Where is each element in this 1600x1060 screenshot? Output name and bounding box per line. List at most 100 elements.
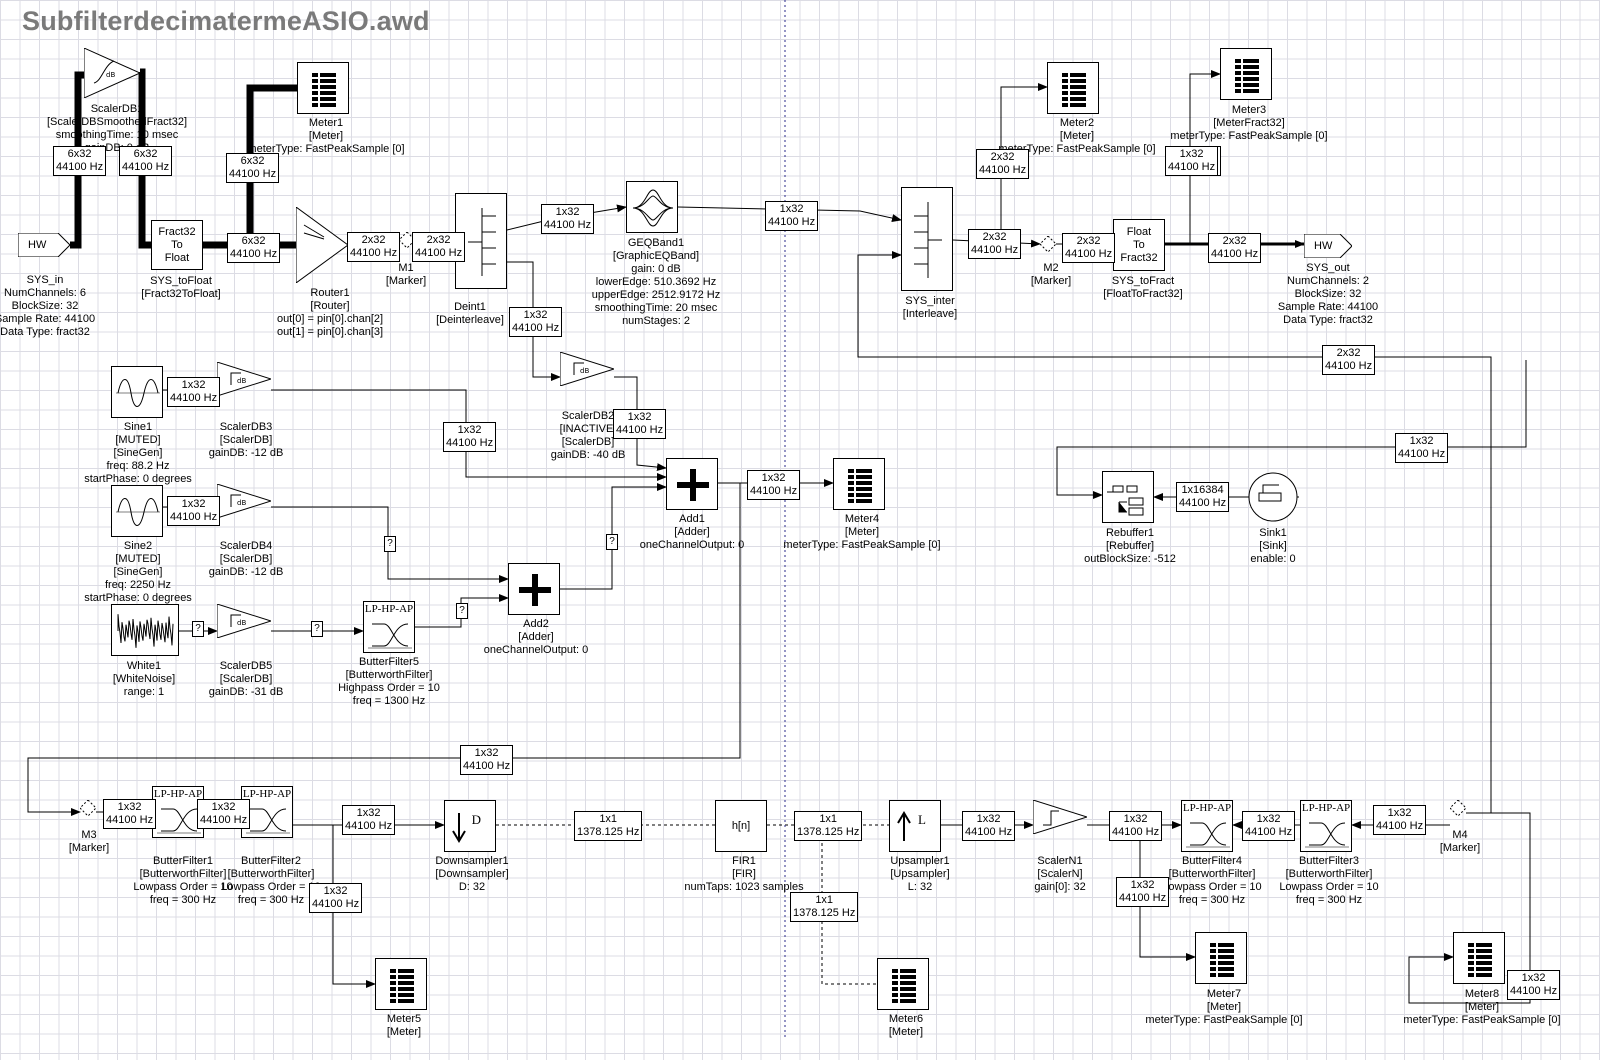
meter5-caption: Meter5[Meter]: [387, 1013, 421, 1039]
meter-icon: [1062, 73, 1086, 107]
scalerdb5-block[interactable]: dB: [217, 604, 271, 638]
m3-block[interactable]: [80, 800, 96, 816]
deinterleave-icon: [468, 208, 496, 276]
white1-block[interactable]: [111, 604, 179, 656]
geqband1-block[interactable]: [626, 181, 678, 233]
scalerdb4-block[interactable]: dB: [217, 484, 271, 518]
wire-label-size: 1x32: [1130, 879, 1155, 891]
caption-line: [SineGen]: [113, 566, 163, 578]
add1-caption: Add1[Adder]oneChannelOutput: 0: [640, 513, 745, 552]
meter1-block[interactable]: [297, 62, 349, 114]
wire-label-rate: 44100 Hz: [122, 161, 170, 173]
meter5-block[interactable]: [375, 958, 427, 1010]
caption-line: Sine1: [123, 421, 153, 433]
sine1-block[interactable]: [111, 366, 163, 418]
sys_tofract-block[interactable]: Float To Fract32: [1113, 219, 1165, 271]
wire-label-rate: 44100 Hz: [1376, 820, 1424, 832]
caption-line: lowerEdge: 510.3692 Hz: [595, 276, 717, 288]
butterfilter5-block[interactable]: LP-HP-AP: [363, 601, 415, 653]
wire-label-size: 1x32: [976, 813, 1001, 825]
caption-line: NumChannels: 6: [4, 287, 86, 299]
caption-line: SYS_in: [26, 274, 64, 286]
caption-line: BlockSize: 32: [11, 300, 79, 312]
svg-text:dB: dB: [237, 619, 246, 627]
wire-label-size: 2x32: [1076, 235, 1101, 247]
wire-label-rate: 44100 Hz: [1398, 448, 1446, 460]
wire-label-rate: 44100 Hz: [106, 814, 154, 826]
sine2-block[interactable]: [111, 485, 163, 537]
wire-label-rate: 1378.125 Hz: [577, 826, 640, 838]
router1-block[interactable]: [296, 207, 348, 283]
caption-line: [INACTIVE]: [559, 423, 617, 435]
caption-line: FIR1: [732, 855, 756, 867]
butterfilter1-block[interactable]: LP-HP-AP: [152, 786, 204, 838]
meter-icon: [390, 969, 414, 1003]
wire-label-size: 1x1: [819, 813, 838, 825]
wire-label-size: 2x32: [990, 151, 1015, 163]
hw-icon: [1304, 234, 1352, 258]
caption-line: D: 32: [458, 881, 486, 893]
geq-icon: [632, 189, 674, 227]
meter7-block[interactable]: [1195, 932, 1247, 984]
caption-line: ButterFilter1: [153, 855, 213, 867]
wire-label-size: 2x32: [982, 231, 1007, 243]
caption-line: Sample Rate: 44100: [0, 313, 96, 325]
caption-line: [MUTED]: [115, 434, 161, 446]
meter8-block[interactable]: [1453, 932, 1505, 984]
upsampler-icon: [897, 811, 911, 841]
upsampler1-block[interactable]: L: [889, 800, 941, 852]
svg-text:dB: dB: [106, 71, 115, 79]
caption-line: [Adder]: [518, 631, 554, 643]
m4-block[interactable]: [1450, 800, 1466, 816]
caption-line: freq = 1300 Hz: [352, 695, 426, 707]
sys_in-block[interactable]: HW: [18, 233, 70, 257]
caption-line: Meter3: [1231, 104, 1267, 116]
downsampler1-block[interactable]: D: [444, 800, 496, 852]
wire-label-size: 6x32: [241, 235, 266, 247]
sys_tofloat-block[interactable]: Fract32 To Float: [151, 220, 203, 270]
sink1-block[interactable]: [1247, 471, 1299, 523]
scalern1-caption: ScalerN1[ScalerN]gain[0]: 32: [1034, 855, 1085, 894]
sys_out-block[interactable]: HW: [1304, 234, 1352, 258]
wire-label-rate: 44100 Hz: [512, 322, 560, 334]
caption-line: Meter5: [386, 1013, 422, 1025]
wire: [1139, 825, 1196, 961]
wire-label-size: 1x32: [474, 747, 499, 759]
caption-line: ButterFilter2: [241, 855, 301, 867]
meter3-block[interactable]: [1220, 48, 1272, 100]
meter4-block[interactable]: [833, 458, 885, 510]
meter6-block[interactable]: [877, 958, 929, 1010]
caption-line: oneChannelOutput: 0: [639, 539, 745, 551]
m2-block[interactable]: [1040, 236, 1056, 252]
scalern1-block[interactable]: [1033, 800, 1087, 834]
m1-block[interactable]: [399, 232, 415, 248]
scalerdb3-block[interactable]: dB: [217, 362, 271, 396]
fir1-block[interactable]: h[n]: [715, 800, 767, 852]
add1-block[interactable]: [666, 458, 718, 510]
filter-icon: [1305, 822, 1349, 848]
butterfilter4-block[interactable]: LP-HP-AP: [1181, 800, 1233, 852]
sys_inter-block[interactable]: [901, 187, 953, 291]
caption-line: freq = 300 Hz: [237, 894, 305, 906]
svg-text:dB: dB: [237, 377, 246, 385]
rebuffer1-block[interactable]: [1102, 471, 1154, 523]
add2-block[interactable]: [508, 563, 560, 615]
scalerdb2-block[interactable]: dB: [560, 352, 614, 386]
wire-label-rate: 44100 Hz: [415, 247, 463, 259]
caption-line: freq = 300 Hz: [1178, 894, 1246, 906]
meter7-caption: Meter7[Meter]meterType: FastPeakSample […: [1145, 988, 1302, 1027]
scalerdb1-block[interactable]: dB: [84, 48, 140, 98]
butterfilter2-block[interactable]: LP-HP-AP: [241, 786, 293, 838]
caption-line: Sine2: [123, 540, 153, 552]
butterfilter3-block[interactable]: LP-HP-AP: [1300, 800, 1352, 852]
caption-line: ButterFilter5: [359, 656, 419, 668]
meter-icon: [1210, 943, 1234, 977]
meter2-block[interactable]: [1047, 62, 1099, 114]
